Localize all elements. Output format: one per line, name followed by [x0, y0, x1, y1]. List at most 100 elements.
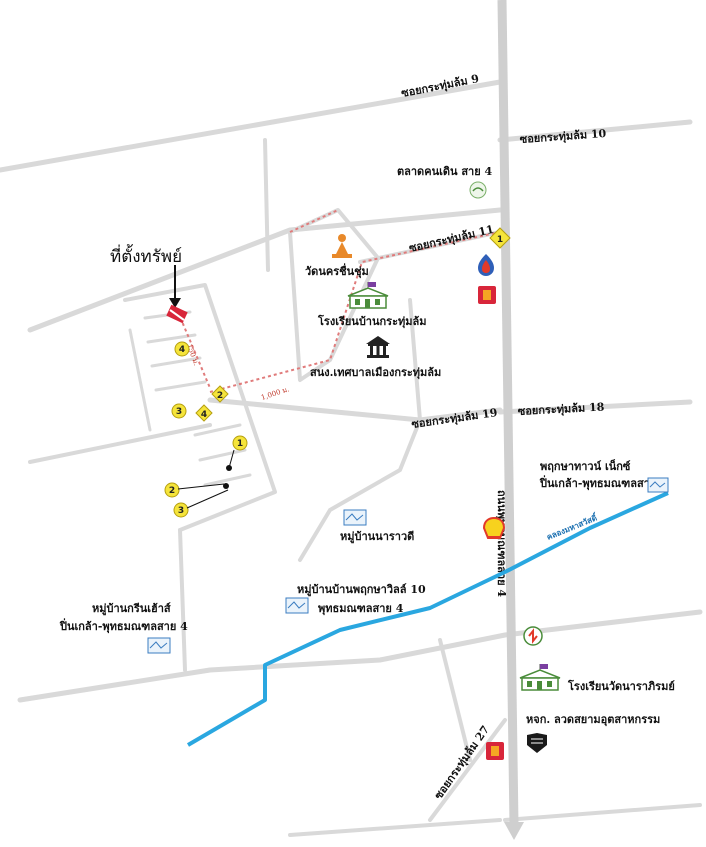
road-lane-4 — [154, 380, 207, 392]
landmark-village-narawadee[interactable]: หมู่บ้านนาราวดี — [340, 509, 414, 544]
shell-station-icon[interactable] — [482, 516, 506, 539]
village-narawadee-label: หมู่บ้านนาราวดี — [340, 530, 414, 544]
road-lane-3 — [150, 356, 202, 368]
road-soi-9-label: ซอยกระทุ่มล้ม 9 — [400, 72, 480, 101]
road-soi-18 — [497, 399, 693, 415]
road-property-inner — [128, 328, 152, 432]
convenience-store-icon[interactable] — [478, 286, 496, 304]
government-building-icon — [366, 336, 390, 358]
school-icon — [347, 282, 389, 309]
road-soi-10 — [497, 119, 693, 143]
landmark-temple[interactable]: วัดนครชื่นชุ่ม — [305, 234, 369, 279]
pruksa-town-label-1: พฤกษาทาวน์ เน็กซ์ — [540, 459, 631, 473]
main-road-line — [497, 0, 519, 826]
municipality-label: สนง.เทศบาลเมืองกระทุ่มล้ม — [310, 366, 441, 380]
route-segment-soi — [209, 231, 501, 393]
road-bottom-left — [288, 818, 502, 837]
road-vertical-branch — [263, 138, 270, 272]
road-lane-6 — [198, 448, 247, 462]
property-label: ที่ตั้งทรัพย์ — [110, 244, 182, 267]
road-lane-7 — [203, 473, 252, 487]
school-krathum-label: โรงเรียนบ้านกระทุ่มล้ม — [317, 314, 426, 329]
company-label: หจก. ลวดสยามอุตสาหกรรม — [526, 713, 660, 727]
badge-pointer-1 — [228, 449, 235, 469]
badge-4-left: 4 — [195, 404, 213, 422]
badge-3-lower: 3 — [173, 502, 189, 518]
school-icon — [519, 664, 561, 691]
temple-label: วัดนครชื่นชุ่ม — [305, 263, 369, 279]
property-pin-icon — [166, 304, 188, 324]
badge-2-route: 2 — [211, 385, 229, 403]
ptt-station-icon[interactable] — [478, 254, 494, 276]
road-curve-south — [298, 418, 422, 562]
village-icon — [285, 597, 309, 614]
road-soi-10-label: ซอยกระทุ่มล้ม 10 — [519, 127, 607, 147]
road-soi-9 — [0, 79, 503, 173]
landmark-pruksa-town[interactable]: พฤกษาทาวน์ เน็กซ์ ปิ่นเกล้า-พุทธมณฑลสาย … — [539, 459, 669, 493]
route-segment-property — [177, 311, 211, 389]
landmark-municipality[interactable]: สนง.เทศบาลเมืองกระทุ่มล้ม — [310, 336, 441, 380]
village-icon — [147, 637, 171, 654]
badge-pointer-3 — [186, 489, 229, 509]
svg-text:4: 4 — [201, 410, 207, 420]
property-marker[interactable]: ที่ตั้งทรัพย์ — [110, 244, 188, 324]
road-bottom-west — [17, 609, 703, 703]
property-arrow-icon — [169, 298, 181, 308]
landmark-school-watnarak[interactable]: โรงเรียนวัดนาราภิรมย์ — [519, 664, 675, 693]
school-watnarak-label: โรงเรียนวัดนาราภิรมย์ — [567, 679, 675, 693]
landmark-walking-street[interactable]: ตลาดคนเดิน สาย 4 — [397, 165, 493, 199]
road-soi-19-label: ซอยกระทุ่มล้ม 19 — [411, 406, 499, 432]
village-pruksa-label-1: หมู่บ้านบ้านพฤกษาวิลล์ 10 — [297, 583, 426, 597]
road-left-down — [178, 528, 187, 672]
svg-text:2: 2 — [217, 391, 223, 401]
badge-2-lower: 2 — [164, 482, 180, 498]
road-west-diagonal — [27, 207, 503, 333]
temple-icon — [332, 234, 352, 258]
village-icon — [343, 509, 367, 526]
village-green-label-1: หมู่บ้านกรีนเฮ้าส์ — [92, 602, 171, 616]
badge-1-mainroad: 1 — [489, 227, 511, 249]
svg-text:4: 4 — [179, 345, 185, 355]
badge-4-top: 4 — [174, 341, 190, 357]
clinic-icon[interactable] — [523, 626, 543, 646]
road-soi-18-label: ซอยกระทุ่มล้ม 18 — [517, 400, 605, 419]
badge-point-1 — [226, 465, 232, 471]
walking-street-label: ตลาดคนเดิน สาย 4 — [397, 165, 493, 178]
road-property-block — [123, 283, 277, 532]
pruksa-town-label-2: ปิ่นเกล้า-พุทธมณฑลสาย 4 — [539, 475, 668, 491]
badge-point-2 — [223, 483, 229, 489]
main-road-label: ถนนพุทธมณฑลสาย 4 — [494, 490, 508, 597]
road-lane-5 — [193, 423, 242, 437]
road-soi-27-feeder — [438, 638, 472, 762]
shield-icon — [527, 733, 547, 753]
convenience-store-icon-bottom[interactable] — [486, 742, 504, 760]
road-bottom-east — [503, 803, 702, 822]
road-soi-11-label: ซอยกระทุ่มล้ม 11 — [408, 223, 496, 256]
village-green-label-2: ปิ่นเกล้า-พุทธมณฑลสาย 4 — [59, 618, 188, 634]
svg-text:1: 1 — [497, 235, 503, 245]
main-road: ถนนพุทธมณฑลสาย 4 — [494, 0, 524, 840]
badge-pointer-2 — [177, 483, 225, 490]
village-icon — [647, 477, 669, 493]
svg-text:3: 3 — [176, 407, 182, 417]
canal-line — [186, 491, 669, 747]
canal: คลองมหาสวัสดิ์ — [186, 491, 669, 747]
svg-text:3: 3 — [178, 506, 184, 516]
route-dashed — [177, 209, 501, 393]
landmark-village-green[interactable]: หมู่บ้านกรีนเฮ้าส์ ปิ่นเกล้า-พุทธมณฑลสาย… — [59, 602, 188, 654]
road-soi-27 — [428, 718, 507, 822]
route-segment-temple — [289, 209, 339, 233]
nearby-badges: 4 2 3 4 1 2 3 — [164, 227, 511, 518]
landmark-village-pruksa[interactable]: หมู่บ้านบ้านพฤกษาวิลล์ 10 พุทธมณฑลสาย 4 — [285, 583, 426, 616]
landmark-school-krathum[interactable]: โรงเรียนบ้านกระทุ่มล้ม — [317, 282, 426, 329]
market-icon — [469, 181, 487, 199]
badge-1-lower: 1 — [232, 435, 248, 451]
landmark-company[interactable]: หจก. ลวดสยามอุตสาหกรรม — [526, 713, 660, 753]
road-vertical-center — [408, 298, 422, 422]
village-pruksa-label-2: พุทธมณฑลสาย 4 — [318, 602, 404, 616]
svg-text:1: 1 — [237, 439, 243, 449]
main-road-arrow-icon — [504, 822, 524, 840]
svg-text:2: 2 — [169, 486, 175, 496]
road-left-loop — [28, 423, 212, 464]
